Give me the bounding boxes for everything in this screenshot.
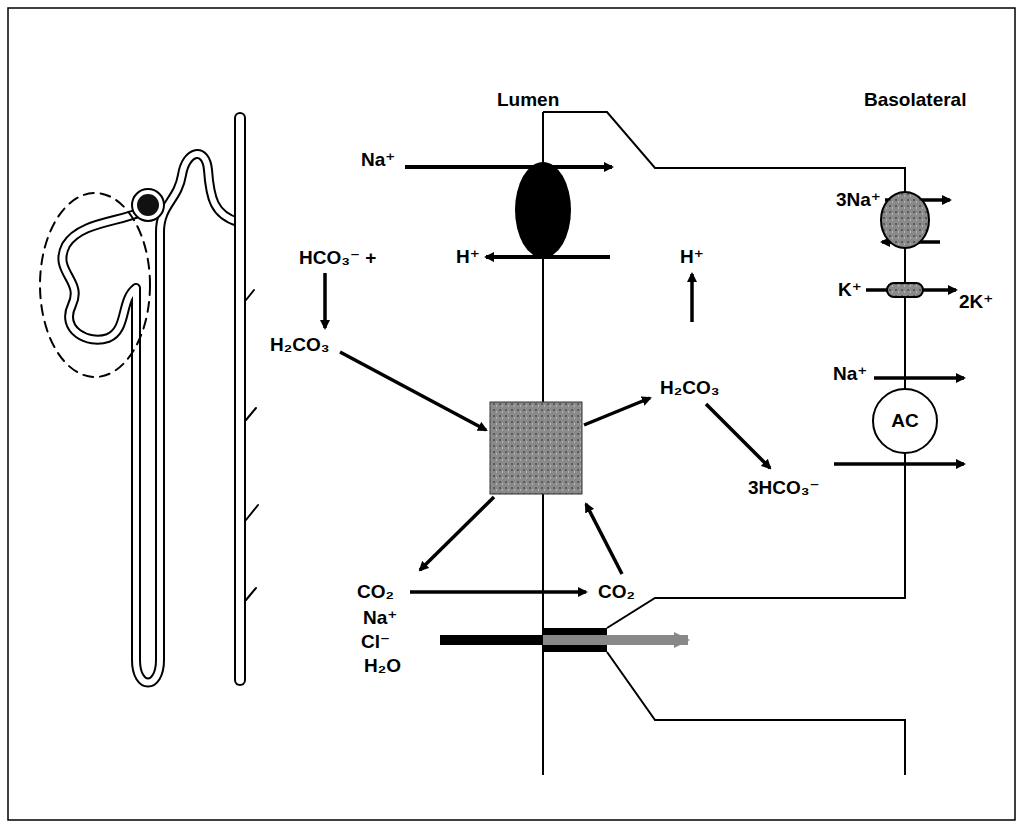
ion-label: Na⁺ [833,363,867,385]
frame [8,8,1015,820]
channel-symbol [887,283,923,297]
ion-label: Na⁺ [363,607,397,629]
ion-label: H₂CO₃ [660,377,719,399]
paracellular-arrow-tail [440,635,543,645]
ion-label: H⁺ [680,246,704,268]
ion-label: HCO₃⁻ + [299,247,376,269]
ion-label: H₂CO₃ [270,334,329,356]
ion-label: Lumen [497,89,559,111]
ion-label: Na⁺ [361,149,395,171]
node-label: AC [891,410,918,432]
paracellular-arrow [440,635,688,645]
cotransporter-circle: AC [872,388,938,454]
flux-arrows [405,167,612,257]
ion-label: 3Na⁺ [836,189,881,211]
ion-label: H₂O [364,655,401,677]
nephron-sketch [40,118,258,683]
ion-label: CO₂ [598,581,635,603]
ion-label: Cl⁻ [361,631,390,653]
enzyme-square [490,402,582,494]
pump-symbol [881,192,929,248]
cell-membrane [543,112,905,775]
ion-label: H⁺ [456,246,480,268]
ion-label: CO₂ [357,581,394,603]
ion-label: K⁺ [838,279,862,301]
ion-label: 2K⁺ [959,291,993,313]
ion-label: 3HCO₃⁻ [748,477,820,499]
reaction-arrows [325,273,770,592]
ion-label: Basolateral [864,89,966,111]
exchanger-symbol [515,162,571,258]
